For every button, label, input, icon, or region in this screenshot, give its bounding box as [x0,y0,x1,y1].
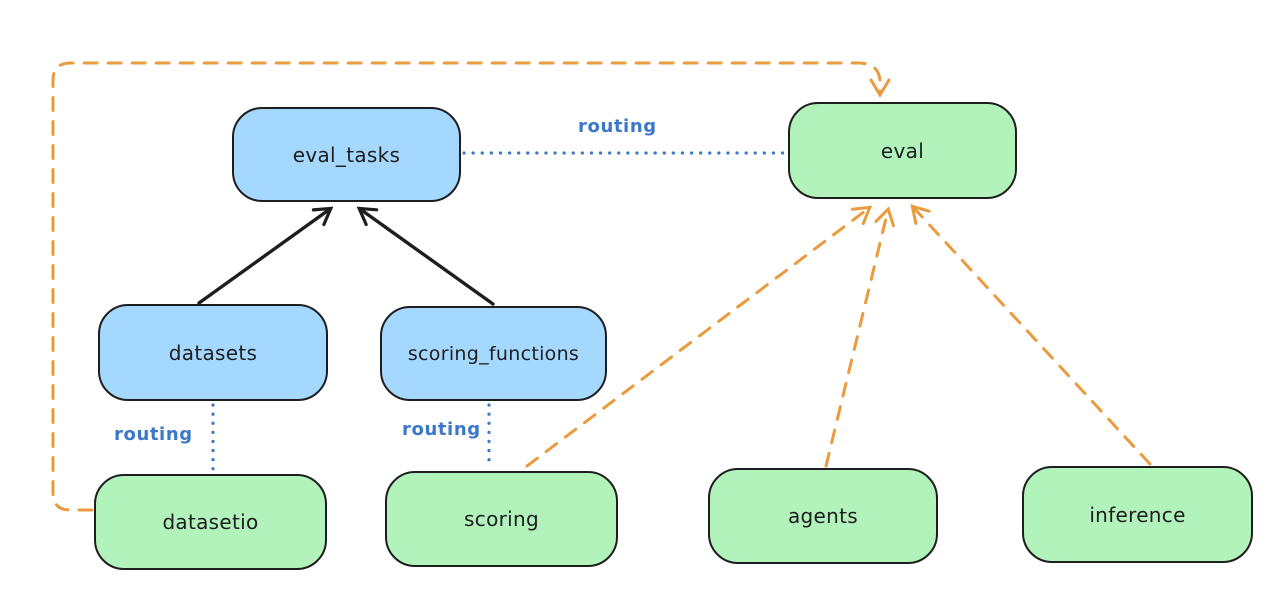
node-datasetio: datasetio [94,474,327,570]
node-inference: inference [1022,466,1253,563]
node-scoring: scoring [385,471,618,567]
edge-scoring-to-eval [525,205,873,468]
node-eval: eval [788,102,1017,199]
edge-datasets-to-eval_tasks [197,206,334,305]
node-datasets: datasets [98,304,328,401]
node-eval-tasks-label: eval_tasks [292,142,401,167]
node-eval-tasks: eval_tasks [232,107,461,202]
node-datasetio-label: datasetio [162,510,259,534]
edge-scoring_functions-to-eval_tasks [356,206,495,306]
edge-agents-to-eval [824,206,895,468]
edge-label-routing-eval-tasks-eval: routing [578,116,657,137]
edge-inference-to-eval [910,204,1152,466]
edge-label-routing-scoring-functions-scoring: routing [402,419,481,440]
node-scoring-functions: scoring_functions [380,306,607,401]
node-scoring-functions-label: scoring_functions [407,342,580,365]
node-inference-label: inference [1089,502,1186,527]
node-agents-label: agents [788,504,858,528]
edge-label-routing-datasets-datasetio: routing [114,424,193,445]
edge-datasetio-to-eval [51,61,891,512]
node-datasets-label: datasets [168,340,258,365]
node-agents: agents [708,468,938,564]
node-scoring-label: scoring [464,507,539,531]
node-eval-label: eval [880,138,925,163]
